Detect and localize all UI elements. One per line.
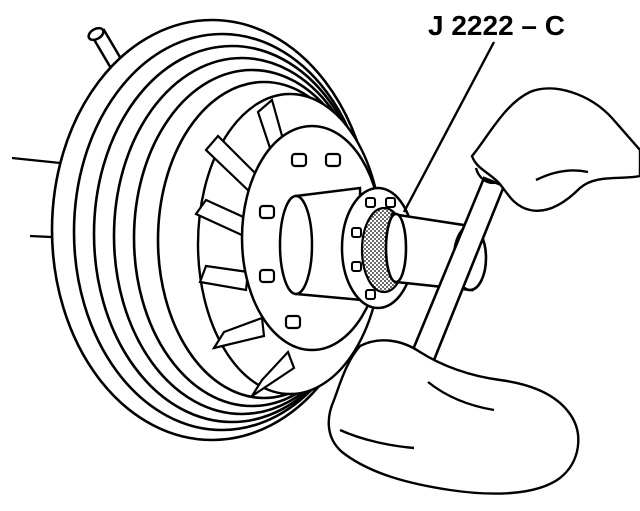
tool-callout-label: J 2222 – C <box>428 10 565 41</box>
upper-hand <box>470 87 640 212</box>
lower-hand <box>327 339 580 495</box>
pulley-spokes <box>194 98 296 397</box>
hub-bolts <box>258 152 342 330</box>
callout-leader-line <box>402 41 496 213</box>
top-bolt <box>87 26 126 72</box>
nut-studs <box>351 197 396 300</box>
